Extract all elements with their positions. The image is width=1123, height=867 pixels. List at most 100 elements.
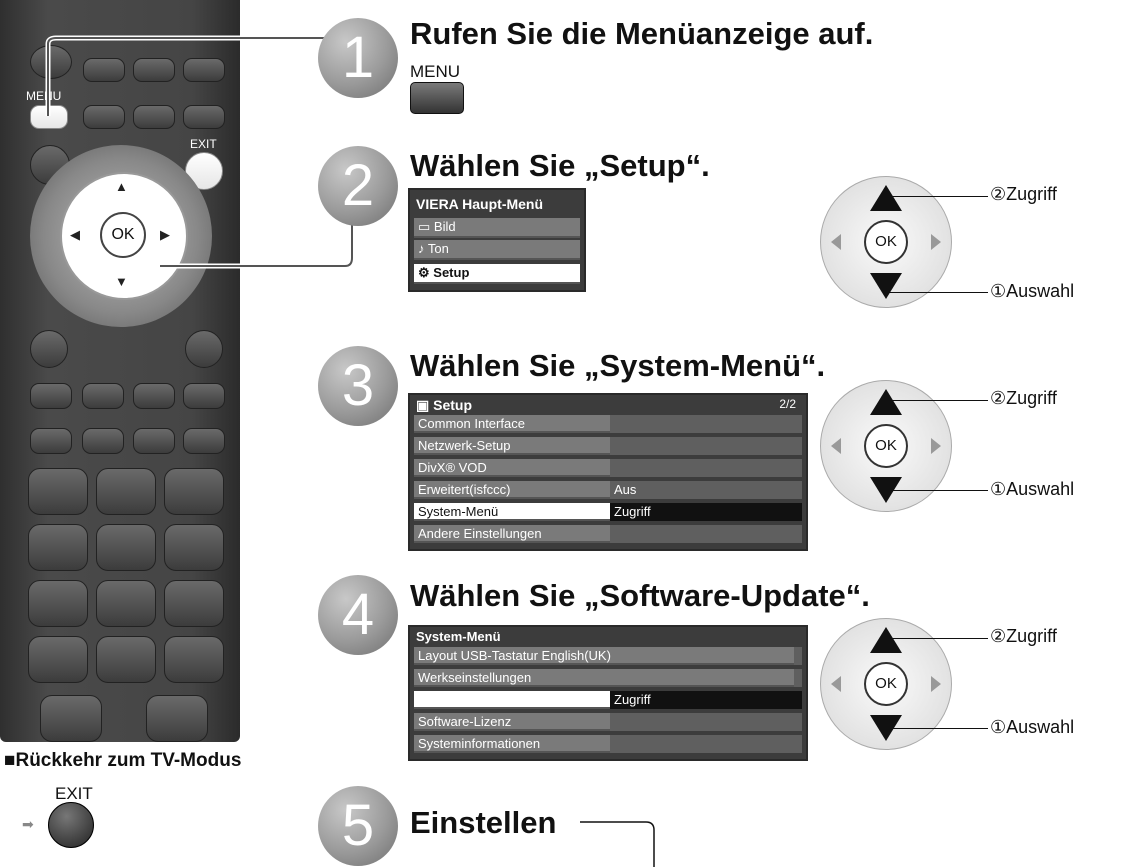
step-2-heading: Wählen Sie „Setup“. <box>410 148 710 183</box>
remote-control: MENU EXIT ▲ ▼ ◀ ▶ OK <box>0 0 240 742</box>
select-label: ①Auswahl <box>990 479 1075 499</box>
row-value <box>610 525 802 543</box>
setup-icon: ▣ <box>416 397 434 413</box>
system-row[interactable]: Werkseinstellungen <box>414 669 802 687</box>
number-key[interactable] <box>28 468 88 515</box>
ok-button[interactable]: OK <box>100 212 146 258</box>
row-label: Layout USB-Tastatur English(UK) <box>418 648 611 663</box>
remote-key[interactable] <box>183 58 225 82</box>
system-row[interactable]: Systeminformationen <box>414 735 802 753</box>
row-label: Erweitert(isfccc) <box>418 482 511 497</box>
setup-row[interactable]: Common Interface <box>414 415 802 433</box>
number-key[interactable] <box>164 636 224 683</box>
number-key[interactable] <box>96 468 156 515</box>
remote-key[interactable] <box>83 105 125 129</box>
system-menu-panel: System-Menü Layout USB-Tastatur English(… <box>408 625 808 761</box>
remote-key[interactable] <box>30 383 72 409</box>
number-key[interactable] <box>28 524 88 571</box>
picture-icon: ▭ <box>418 219 434 234</box>
system-menu-title: System-Menü <box>416 629 501 644</box>
menu-button-label: MENU <box>410 62 461 81</box>
remote-key[interactable] <box>183 105 225 129</box>
number-key[interactable] <box>164 524 224 571</box>
remote-key[interactable] <box>133 105 175 129</box>
menu-item-setup[interactable]: ⚙ Setup <box>414 264 580 284</box>
power-button[interactable] <box>30 45 72 79</box>
number-key[interactable] <box>164 580 224 627</box>
arrow-left-icon[interactable]: ◀ <box>70 227 80 242</box>
arrow-down-icon[interactable]: ▼ <box>115 274 128 289</box>
number-key[interactable] <box>28 636 88 683</box>
step-5-heading: Einstellen <box>410 805 557 840</box>
number-key[interactable] <box>164 468 224 515</box>
menu-button-illustration <box>410 82 464 114</box>
setup-row[interactable]: Andere Einstellungen <box>414 525 802 543</box>
step-1-heading: Rufen Sie die Menüanzeige auf. <box>410 16 874 51</box>
remote-key[interactable] <box>183 383 225 409</box>
access-label: ②Zugriff <box>990 388 1057 408</box>
system-row[interactable]: Software-Lizenz <box>414 713 802 731</box>
setup-menu-title: ▣ Setup <box>416 397 472 414</box>
row-label: Common Interface <box>418 416 525 431</box>
menu-item-sound[interactable]: ♪ Ton <box>414 240 580 260</box>
leader-line <box>888 490 988 491</box>
number-key[interactable] <box>28 580 88 627</box>
remote-key[interactable] <box>82 428 124 454</box>
access-label: ②Zugriff <box>990 184 1057 204</box>
exit-button-small[interactable] <box>48 802 94 848</box>
number-key[interactable] <box>96 636 156 683</box>
row-label: System-Menü <box>418 504 499 519</box>
row-value: Zugriff <box>610 503 802 521</box>
arrow-down-icon[interactable] <box>870 273 902 299</box>
arrow-right-icon <box>931 676 941 692</box>
select-label: ①Auswahl <box>990 717 1075 737</box>
return-exit-label: EXIT <box>55 784 93 803</box>
remote-key[interactable] <box>40 695 102 742</box>
remote-key[interactable] <box>83 58 125 82</box>
remote-key[interactable] <box>82 383 124 409</box>
number-key[interactable] <box>96 524 156 571</box>
arrow-up-icon[interactable] <box>870 185 902 211</box>
number-key[interactable] <box>96 580 156 627</box>
setup-row[interactable]: DivX® VOD <box>414 459 802 477</box>
menu-key-label: MENU <box>26 89 62 103</box>
row-value <box>794 669 802 687</box>
arrow-up-icon[interactable]: ▲ <box>115 179 128 194</box>
arrow-right-icon[interactable]: ▶ <box>160 227 170 242</box>
ok-pad: OK <box>820 618 952 750</box>
sound-icon: ♪ <box>418 241 428 256</box>
remote-key[interactable] <box>185 330 223 368</box>
remote-key[interactable] <box>133 428 175 454</box>
row-value <box>610 415 802 433</box>
row-value <box>610 437 802 455</box>
remote-key[interactable] <box>133 383 175 409</box>
leader-line <box>888 292 988 293</box>
setup-row[interactable]: Erweitert(isfccc)Aus <box>414 481 802 499</box>
menu-item-picture[interactable]: ▭ Bild <box>414 218 580 238</box>
ok-button[interactable]: OK <box>864 662 908 706</box>
remote-key[interactable] <box>133 58 175 82</box>
setup-row[interactable]: Netzwerk-Setup <box>414 437 802 455</box>
system-row[interactable]: Layout USB-Tastatur English(UK) <box>414 647 802 665</box>
remote-key[interactable] <box>30 330 68 368</box>
system-row-selected[interactable]: Zugriff <box>414 691 802 709</box>
remote-key[interactable] <box>146 695 208 742</box>
row-label: Software-Lizenz <box>418 714 512 729</box>
setup-row-selected[interactable]: System-Menü Zugriff <box>414 503 802 521</box>
connector-lines <box>45 35 355 269</box>
ok-pad: OK <box>820 176 952 308</box>
arrow-up-icon[interactable] <box>870 627 902 653</box>
remote-key[interactable] <box>30 428 72 454</box>
row-value: Zugriff <box>610 691 802 709</box>
ok-button[interactable]: OK <box>864 220 908 264</box>
arrow-up-icon[interactable] <box>870 389 902 415</box>
ok-button[interactable]: OK <box>864 424 908 468</box>
remote-key[interactable] <box>183 428 225 454</box>
row-value <box>610 459 802 477</box>
leader-line <box>888 728 988 729</box>
row-value <box>610 713 802 731</box>
return-label: ■Rückkehr zum TV-Modus <box>4 750 242 771</box>
row-label: Andere Einstellungen <box>418 526 542 541</box>
main-menu-title: VIERA Haupt-Menü <box>416 196 544 212</box>
arrow-left-icon <box>831 676 841 692</box>
